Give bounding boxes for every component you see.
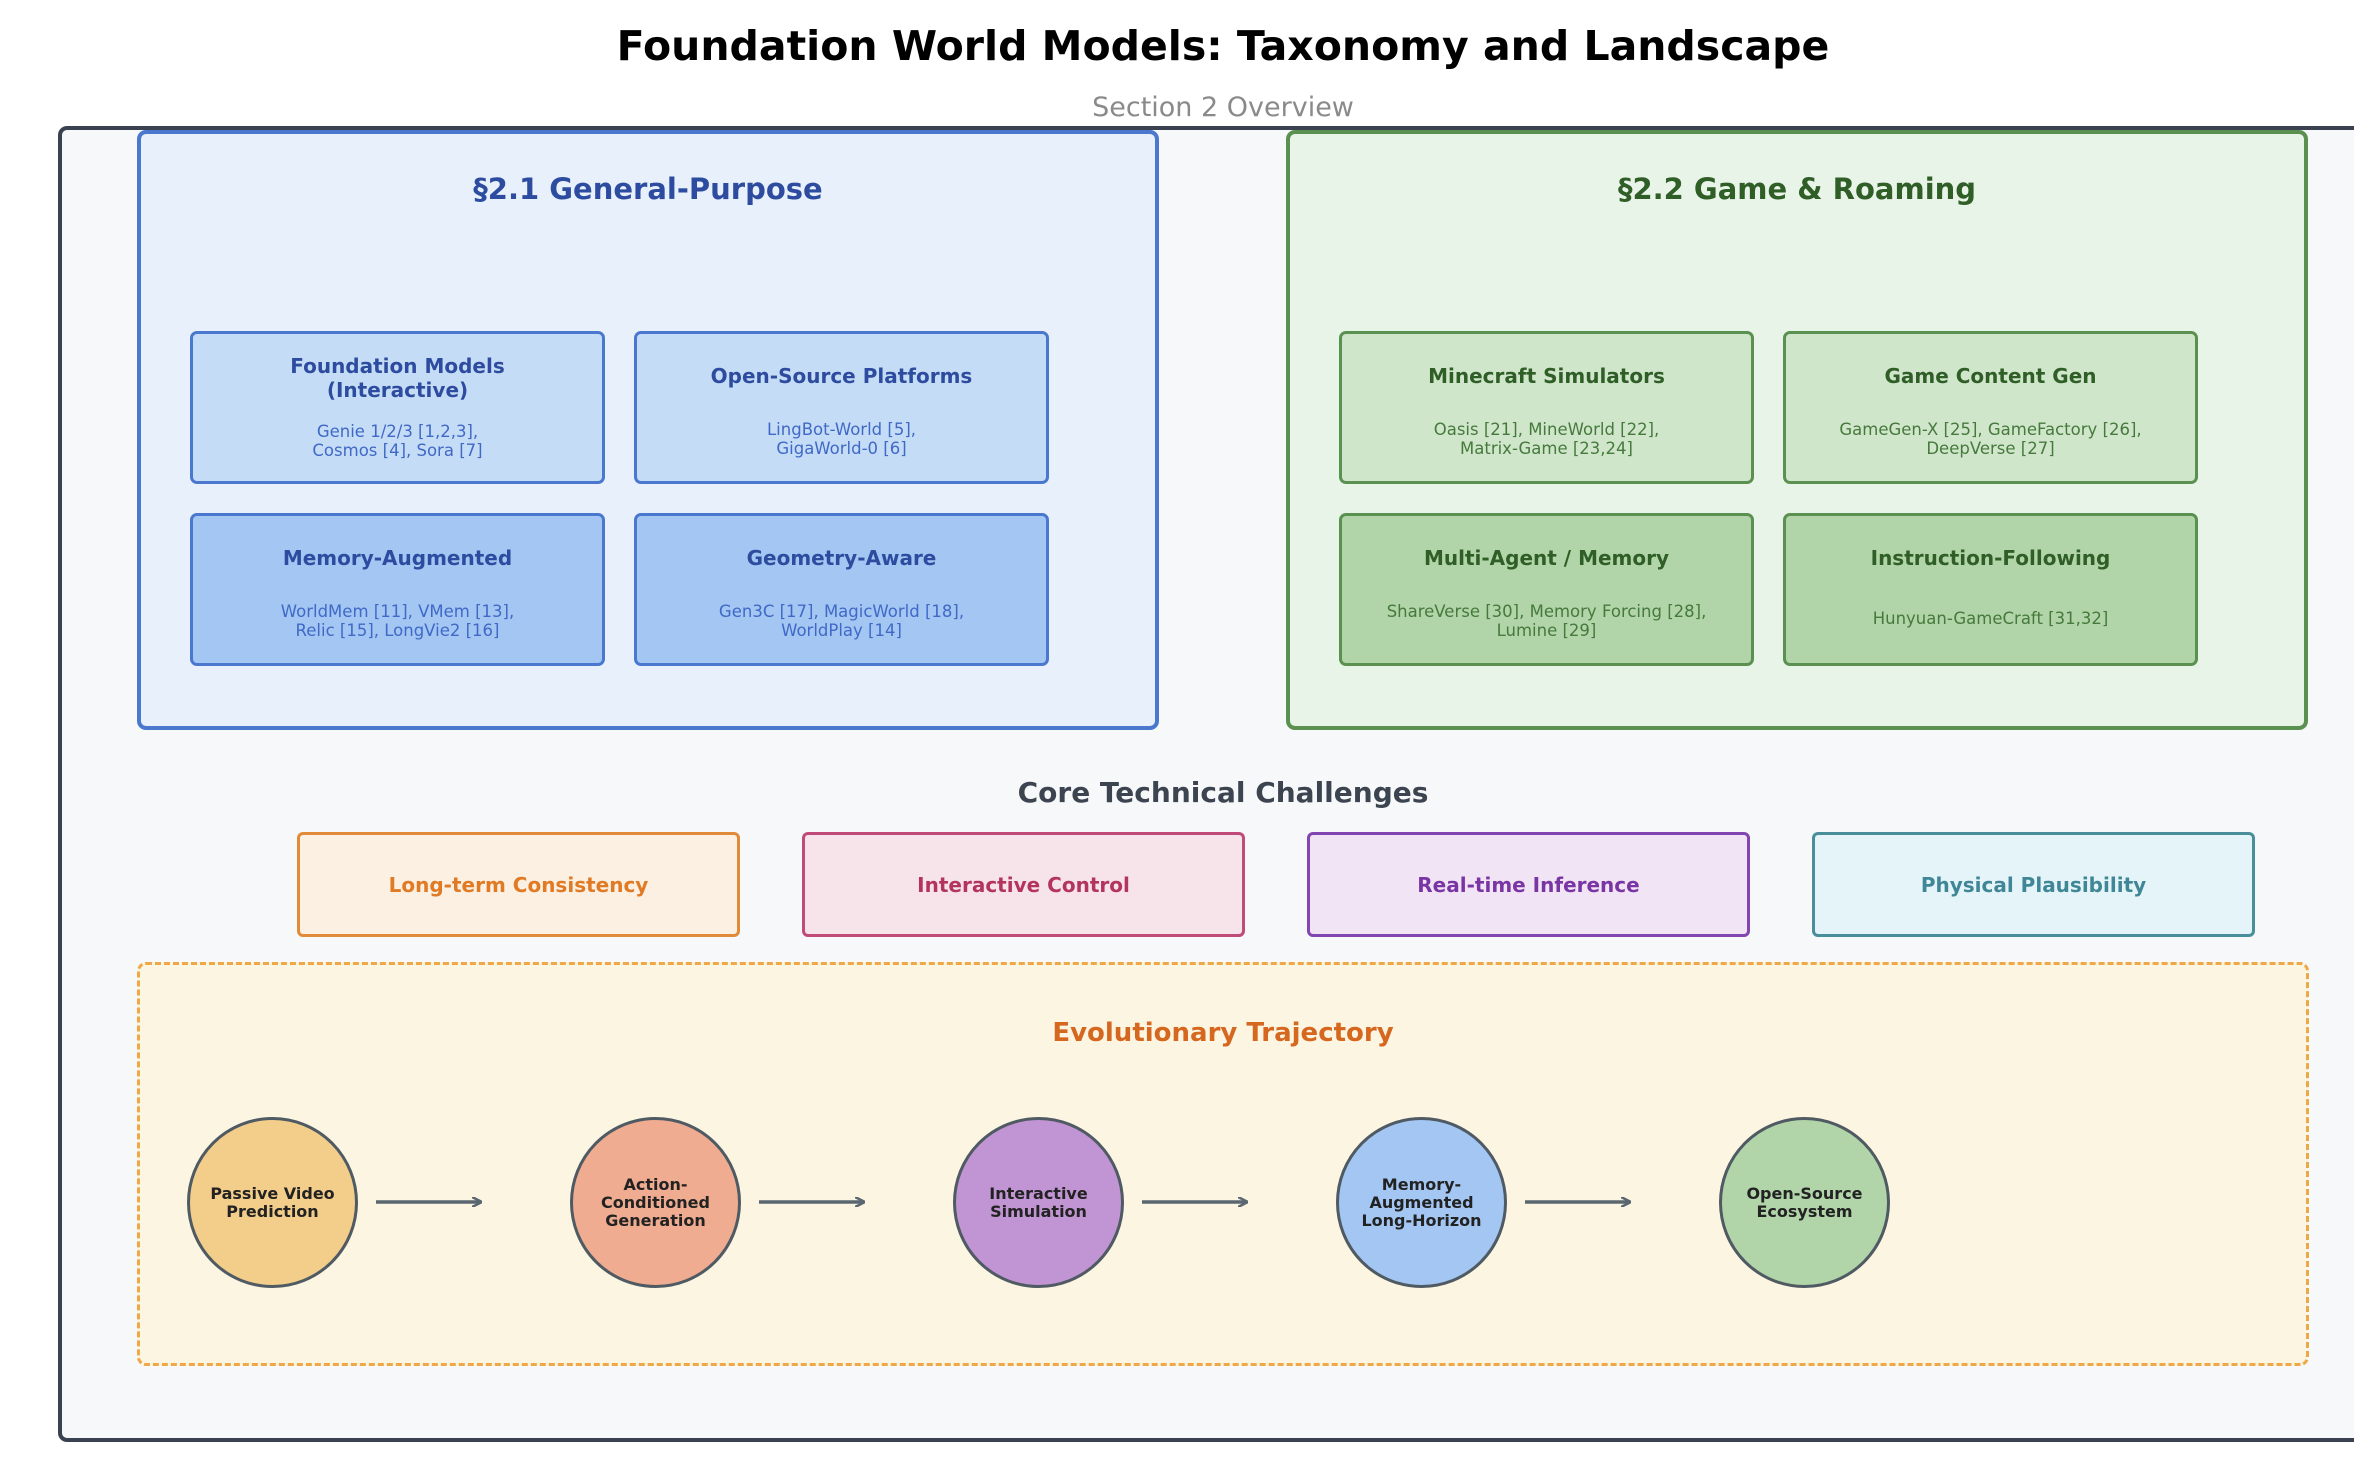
card-foundation-models: Foundation Models (Interactive) Genie 1/… (190, 331, 605, 484)
stage-label: Interactive Simulation (989, 1183, 1088, 1221)
card-title: Foundation Models (Interactive) (290, 354, 505, 402)
card-description: ShareVerse [30], Memory Forcing [28], Lu… (1386, 602, 1707, 640)
game-roaming-title: §2.2 Game & Roaming (1617, 172, 1977, 206)
stage-label: Memory-Augmented Long-Horizon (1361, 1174, 1482, 1230)
card-description: WorldMem [11], VMem [13], Relic [15], Lo… (280, 602, 515, 640)
card-minecraft-simulators: Minecraft Simulators Oasis [21], MineWor… (1339, 331, 1754, 484)
card-instruction-following: Instruction-Following Hunyuan-GameCraft … (1783, 513, 2198, 666)
general-purpose-panel: §2.1 General-Purpose Foundation Models (… (137, 130, 1159, 730)
card-title: Geometry-Aware (746, 546, 937, 570)
trajectory-title: Evolutionary Trajectory (1052, 1018, 1394, 1048)
card-title: Instruction-Following (1870, 546, 2111, 570)
card-open-source-platforms: Open-Source Platforms LingBot-World [5],… (634, 331, 1049, 484)
card-multi-agent-memory: Multi-Agent / Memory ShareVerse [30], Me… (1339, 513, 1754, 666)
card-title: Open-Source Platforms (710, 364, 973, 388)
general-purpose-title: §2.1 General-Purpose (473, 172, 823, 206)
stage-memory-augmented-long-horizon: Memory-Augmented Long-Horizon (1336, 1117, 1507, 1288)
card-geometry-aware: Geometry-Aware Gen3C [17], MagicWorld [1… (634, 513, 1049, 666)
challenge-real-time-inference: Real-time Inference (1307, 832, 1750, 937)
card-game-content-gen: Game Content Gen GameGen-X [25], GameFac… (1783, 331, 2198, 484)
card-description: Oasis [21], MineWorld [22], Matrix-Game … (1433, 420, 1660, 458)
card-title: Minecraft Simulators (1428, 364, 1665, 388)
stage-open-source-ecosystem: Open-Source Ecosystem (1719, 1117, 1890, 1288)
stage-label: Action-Conditioned Generation (601, 1174, 710, 1230)
stage-action-conditioned-generation: Action-Conditioned Generation (570, 1117, 741, 1288)
card-title: Game Content Gen (1884, 364, 2097, 388)
challenge-long-term-consistency: Long-term Consistency (297, 832, 740, 937)
challenge-interactive-control: Interactive Control (802, 832, 1245, 937)
card-description: LingBot-World [5], GigaWorld-0 [6] (766, 420, 917, 458)
card-description: GameGen-X [25], GameFactory [26], DeepVe… (1839, 420, 2142, 458)
challenge-physical-plausibility: Physical Plausibility (1812, 832, 2255, 937)
challenges-title: Core Technical Challenges (1017, 776, 1429, 809)
card-title: Memory-Augmented (282, 546, 513, 570)
card-description: Gen3C [17], MagicWorld [18], WorldPlay [… (718, 602, 965, 640)
stage-passive-video-prediction: Passive Video Prediction (187, 1117, 358, 1288)
card-memory-augmented: Memory-Augmented WorldMem [11], VMem [13… (190, 513, 605, 666)
diagram-title: Foundation World Models: Taxonomy and La… (616, 22, 1830, 70)
card-description: Hunyuan-GameCraft [31,32] (1872, 609, 2109, 628)
game-roaming-panel: §2.2 Game & Roaming Minecraft Simulators… (1286, 130, 2308, 730)
stage-label: Open-Source Ecosystem (1746, 1183, 1863, 1221)
card-title: Multi-Agent / Memory (1423, 546, 1670, 570)
card-description: Genie 1/2/3 [1,2,3], Cosmos [4], Sora [7… (312, 422, 483, 460)
stage-interactive-simulation: Interactive Simulation (953, 1117, 1124, 1288)
trajectory-panel (137, 962, 2309, 1366)
stage-label: Passive Video Prediction (210, 1183, 335, 1221)
diagram-subtitle: Section 2 Overview (1092, 92, 1354, 123)
